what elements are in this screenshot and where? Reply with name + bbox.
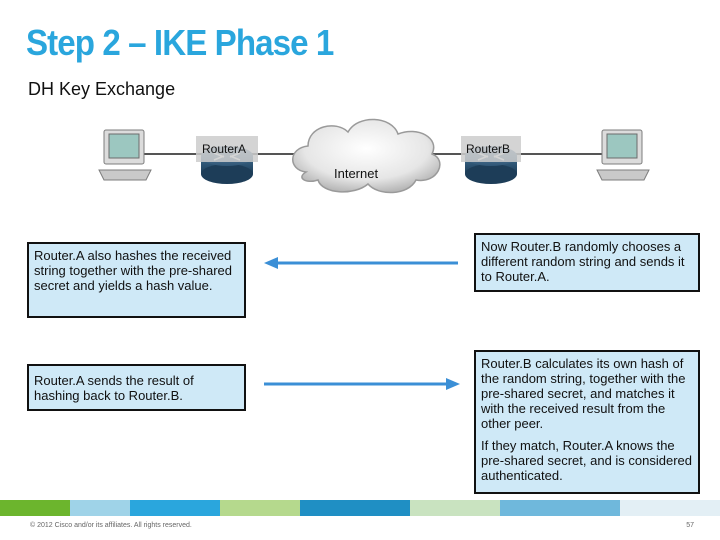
internet-label: Internet [334,166,378,181]
router-b-icon [461,136,521,184]
slide-title: Step 2 – IKE Phase 1 [26,22,334,63]
slide-subtitle: DH Key Exchange [28,79,176,99]
network-diagram: RouterA Internet RouterB [98,118,650,194]
copyright-text: © 2012 Cisco and/or its affiliates. All … [30,522,192,529]
router-a-label: RouterA [202,142,246,156]
router-b-random-string-text: Now Router.B randomly chooses a differen… [481,239,685,284]
router-b-verify-text: Router.B calculates its own hash of the … [481,356,686,431]
router-a-hash-box: Router.A also hashes the received string… [27,242,246,318]
router-b-random-string-box: Now Router.B randomly chooses a differen… [474,233,700,292]
router-a-send-result-box: Router.A sends the result of hashing bac… [27,364,246,411]
router-a-icon [196,136,258,184]
page-number: 57 [686,522,694,529]
pc-b-icon [596,129,650,181]
router-b-verify-box: Router.B calculates its own hash of the … [474,350,700,494]
footer-color-bar [0,500,720,516]
internet-cloud-icon [292,118,441,194]
router-b-authenticated-text: If they match, Router.A knows the pre-sh… [481,438,693,483]
router-a-hash-text: Router.A also hashes the received string… [34,248,232,293]
arrow-right [264,378,460,390]
arrow-left [264,257,458,269]
router-a-send-result-text: Router.A sends the result of hashing bac… [34,372,194,403]
pc-a-icon [98,129,152,181]
router-b-label: RouterB [466,142,510,156]
